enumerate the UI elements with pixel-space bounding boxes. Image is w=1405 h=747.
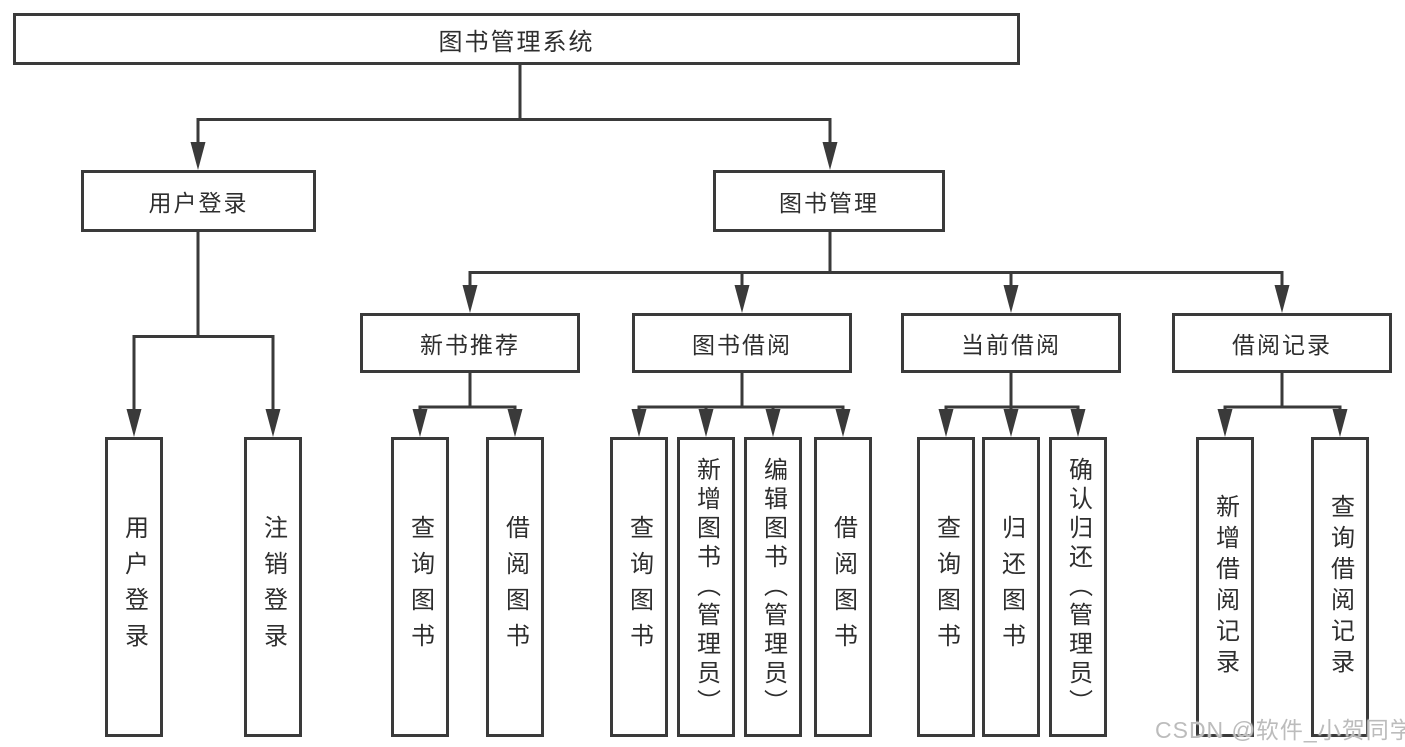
arrowhead <box>1003 285 1019 313</box>
node-borrow-records: 借阅记录 <box>1172 313 1392 373</box>
connector-borrow-rail <box>637 405 845 415</box>
arrowheads <box>126 142 1348 437</box>
node-query-borrow-record: 查询借阅记录 <box>1311 437 1369 737</box>
node-logout: 注销登录 <box>244 437 302 737</box>
node-root: 图书管理系统 <box>13 13 1020 65</box>
csdn-watermark: CSDN @软件_小贺同学 <box>1155 717 1405 743</box>
arrowhead <box>631 409 647 437</box>
arrowhead <box>462 285 478 313</box>
arrowhead <box>698 409 714 437</box>
arrowhead <box>1274 285 1290 313</box>
node-confirm-return-admin: 确认归还（管理员） <box>1049 437 1107 737</box>
node-query-books-newbook: 查询图书 <box>391 437 449 737</box>
node-user-login: 用户登录 <box>81 170 316 232</box>
arrowhead <box>1070 409 1086 437</box>
node-add-borrow-record: 新增借阅记录 <box>1196 437 1254 737</box>
connector-records-rail <box>1223 405 1342 415</box>
node-add-book-admin: 新增图书（管理员） <box>677 437 735 737</box>
node-return-book: 归还图书 <box>982 437 1040 737</box>
arrowhead <box>938 409 954 437</box>
connector-newbook-rail <box>418 405 517 415</box>
arrowhead <box>765 409 781 437</box>
arrowhead <box>190 142 206 170</box>
arrowhead <box>265 409 281 437</box>
arrowhead <box>1217 409 1233 437</box>
connector-login-rail <box>132 335 275 414</box>
connector-root-rail <box>196 118 832 147</box>
node-current-borrow: 当前借阅 <box>901 313 1121 373</box>
arrowhead <box>507 409 523 437</box>
node-new-book-recommend: 新书推荐 <box>360 313 580 373</box>
node-book-management: 图书管理 <box>713 170 945 232</box>
node-edit-book-admin: 编辑图书（管理员） <box>744 437 802 737</box>
node-query-books-borrow: 查询图书 <box>610 437 668 737</box>
node-user-login-leaf: 用户登录 <box>105 437 163 737</box>
arrowhead <box>1332 409 1348 437</box>
node-borrow-books-borrow: 借阅图书 <box>814 437 872 737</box>
arrowhead <box>734 285 750 313</box>
arrowhead <box>1003 409 1019 437</box>
node-borrow-books-newbook: 借阅图书 <box>486 437 544 737</box>
arrowhead <box>126 409 142 437</box>
node-book-borrow: 图书借阅 <box>632 313 852 373</box>
arrowhead <box>822 142 838 170</box>
arrowhead <box>835 409 851 437</box>
node-query-books-current: 查询图书 <box>917 437 975 737</box>
connector-mgmt-rail <box>468 271 1284 290</box>
arrowhead <box>412 409 428 437</box>
